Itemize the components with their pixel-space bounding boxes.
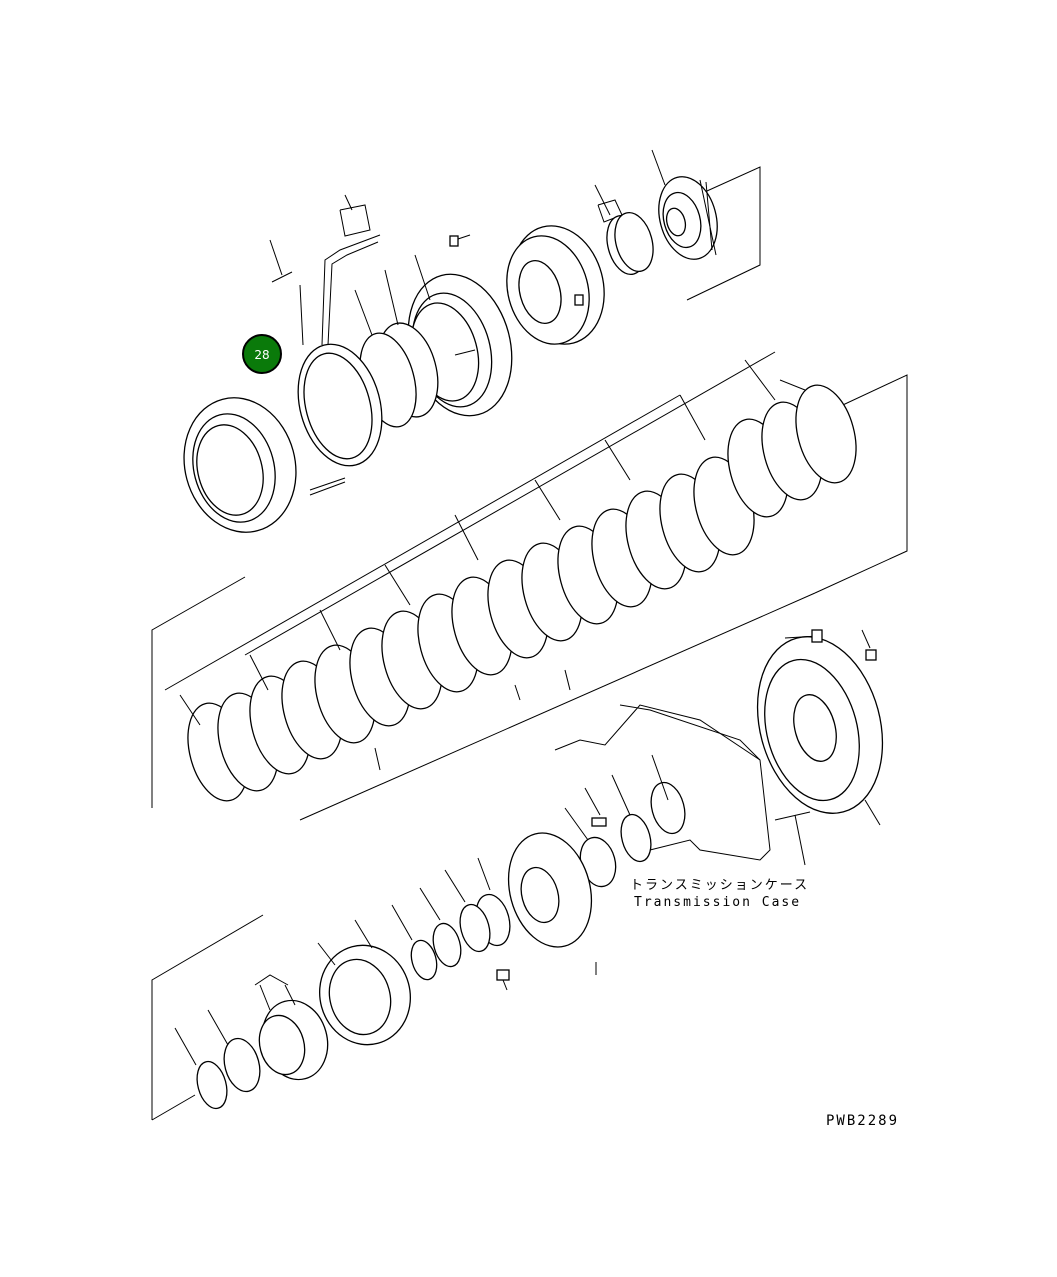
piston-housing (506, 225, 605, 345)
case-label-en: Transmission Case (634, 895, 801, 910)
leader-lines (179, 359, 806, 771)
case-label-jp: トランスミッションケース (630, 878, 809, 893)
callout-28[interactable]: 28 (242, 334, 282, 374)
front-cover (183, 397, 297, 533)
clutch-discs (187, 384, 857, 802)
clutch-pack (151, 351, 908, 821)
gear-hub (658, 176, 718, 260)
callout-circle (242, 334, 282, 374)
transmission-case (554, 629, 884, 866)
flanged-plate (297, 234, 383, 467)
upper-assembly (183, 149, 761, 533)
lower-assembly (151, 754, 686, 1121)
callout-number: 28 (254, 348, 269, 362)
drawing-code: PWB2289 (826, 1113, 899, 1129)
